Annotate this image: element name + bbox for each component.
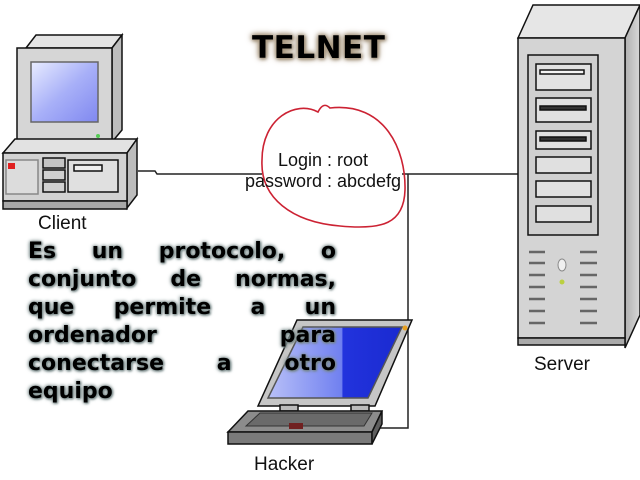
hacker-label: Hacker	[254, 454, 315, 475]
credentials-box: Login : root password : abcdefg	[238, 150, 408, 192]
client-computer	[1, 32, 139, 211]
connection-lines	[138, 170, 518, 429]
server-label: Server	[534, 354, 590, 375]
client-label: Client	[38, 213, 87, 234]
page-title: TELNET	[252, 30, 386, 66]
description-text: Es un protocolo, o conjunto de normas, q…	[28, 239, 336, 404]
server-tower	[516, 4, 640, 349]
hacker-tap-link	[378, 174, 409, 429]
credential-highlight-circle	[261, 104, 406, 228]
login-text: Login : root	[277, 150, 369, 170]
password-text: password : abcdefg	[244, 171, 402, 191]
hacker-laptop	[226, 319, 414, 445]
client-link	[138, 170, 262, 175]
